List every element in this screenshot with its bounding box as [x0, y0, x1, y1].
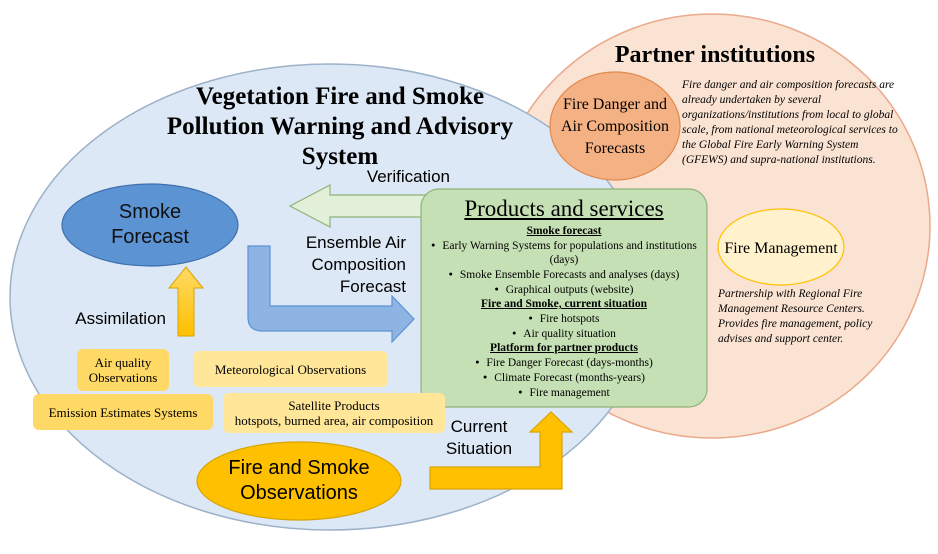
product-item: Air quality situation [422, 326, 706, 341]
satellite-products-box: Satellite Products hotspots, burned area… [223, 393, 445, 433]
meteorological-obs-box: Meteorological Observations [193, 351, 388, 387]
smoke-forecast-label: Smoke Forecast [111, 201, 189, 248]
product-item: Early Warning Systems for populations an… [422, 238, 706, 267]
fire-management-description: Partnership with Regional Fire Managemen… [718, 288, 873, 345]
fire-smoke-obs-label: Fire and Smoke Observations [228, 457, 370, 504]
smoke-forecast-oval [61, 183, 239, 267]
verification-label: Verification [366, 167, 450, 186]
fire-management-oval [717, 208, 845, 286]
partner-title: Partner institutions [614, 42, 816, 68]
fire-danger-label: Fire Danger and Air Composition Forecast… [560, 96, 669, 157]
partner-description: Fire danger and air composition forecast… [682, 79, 898, 166]
products-title: Products and services [464, 196, 664, 221]
product-item: Fire Danger Forecast (days-months) [422, 355, 706, 370]
main-system-title: Vegetation Fire and Smoke Pollution Warn… [166, 83, 514, 170]
assimilation-arrow [167, 266, 205, 337]
fire-danger-oval [549, 71, 681, 181]
current-situation-label: Current Situation [445, 417, 513, 458]
fire-smoke-obs-oval [196, 441, 402, 521]
assimilation-label: Assimilation [75, 309, 166, 328]
section-heading: Smoke forecast [526, 225, 602, 237]
current-situation-arrow [429, 411, 574, 490]
section-heading: Platform for partner products [490, 342, 638, 354]
satellite-title: Satellite Products [288, 398, 380, 413]
product-item: Smoke Ensemble Forecasts and analyses (d… [422, 267, 706, 282]
satellite-sub: hotspots, burned area, air composition [234, 413, 434, 428]
product-item: Climate Forecast (months-years) [422, 370, 706, 385]
fire-management-label: Fire Management [724, 239, 838, 257]
emission-estimates-box: Emission Estimates Systems [33, 394, 213, 430]
product-item: Fire management [422, 385, 706, 400]
ensemble-label: Ensemble Air Composition Forecast [305, 233, 406, 296]
product-item: Fire hotspots [422, 311, 706, 326]
products-services-box: Products and services Smoke forecast Ear… [422, 189, 706, 407]
product-item: Graphical outputs (website) [422, 282, 706, 297]
section-heading: Fire and Smoke, current situation [480, 298, 647, 310]
ensemble-arrow [247, 245, 415, 344]
air-quality-obs-box: Air quality Observations [77, 349, 169, 391]
